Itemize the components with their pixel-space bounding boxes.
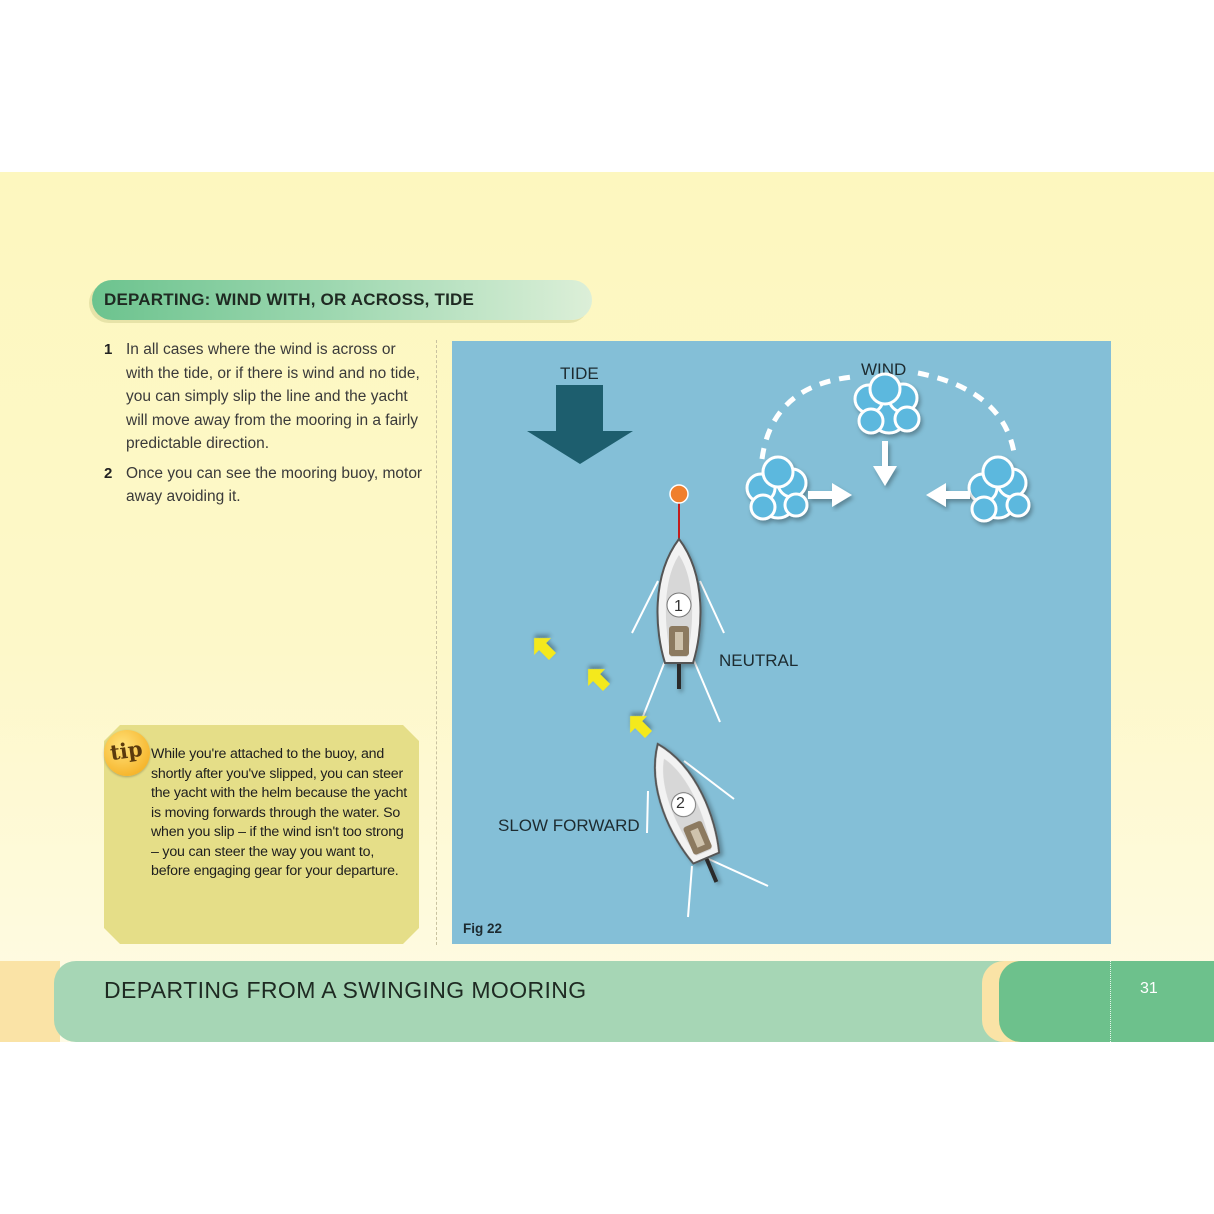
page-number: 31 xyxy=(1140,980,1158,997)
wind-arc xyxy=(917,370,1018,460)
cloud-icon xyxy=(853,372,921,435)
fig-22-diagram: TIDE WIND xyxy=(452,341,1111,944)
yacht-2-icon xyxy=(653,742,721,883)
chapter-title: DEPARTING FROM A SWINGING MOORING xyxy=(104,977,587,1003)
step-number: 2 xyxy=(104,464,113,482)
wind-arrow-icon xyxy=(926,483,970,507)
section-heading-pill: DEPARTING: WIND WITH, OR ACROSS, TIDE xyxy=(92,280,592,320)
cloud-icon xyxy=(745,455,809,521)
mooring-buoy-icon xyxy=(669,484,689,504)
neutral-label: NEUTRAL xyxy=(719,651,798,670)
wind-arrow-icon xyxy=(808,483,852,507)
tip-badge-label: tip xyxy=(108,735,144,766)
step-number: 1 xyxy=(104,341,113,358)
motion-arrow-icon xyxy=(588,669,611,692)
step-text: In all cases where the wind is across or… xyxy=(126,341,420,452)
wind-arrow-icon xyxy=(873,441,897,486)
wind-label: WIND xyxy=(861,360,906,379)
slow-forward-label: SLOW FORWARD xyxy=(498,816,640,835)
tide-arrow-icon xyxy=(527,385,633,464)
footer-dotted-line xyxy=(1110,961,1111,1042)
boat-1-number: 1 xyxy=(674,598,683,615)
section-heading: DEPARTING: WIND WITH, OR ACROSS, TIDE xyxy=(104,290,475,309)
motion-arrow-icon xyxy=(534,638,557,661)
boat-2-number: 2 xyxy=(676,795,685,812)
fig-label: Fig 22 xyxy=(463,921,502,936)
tip-text: While you're attached to the buoy, and s… xyxy=(151,746,408,879)
tip-badge: tip xyxy=(104,730,150,776)
steps-list: 1 In all cases where the wind is across … xyxy=(104,338,424,515)
step-text: Once you can see the mooring buoy, motor… xyxy=(126,464,423,506)
column-divider xyxy=(436,340,437,945)
footer-page-tab xyxy=(999,961,1214,1042)
wake-lines xyxy=(646,760,769,918)
footer-left-band xyxy=(0,961,60,1042)
page: DEPARTING: WIND WITH, OR ACROSS, TIDE 1 … xyxy=(0,172,1214,1042)
tip-box xyxy=(104,725,419,944)
wind-arc xyxy=(759,374,853,460)
yacht-1-icon xyxy=(656,537,702,689)
cloud-icon xyxy=(967,455,1031,523)
list-item: 2 Once you can see the mooring buoy, mot… xyxy=(104,462,424,509)
wake-lines xyxy=(631,580,725,725)
tide-label: TIDE xyxy=(560,364,599,383)
list-item: 1 In all cases where the wind is across … xyxy=(104,338,424,456)
footer-bar xyxy=(54,961,1004,1042)
motion-arrow-icon xyxy=(630,716,653,739)
